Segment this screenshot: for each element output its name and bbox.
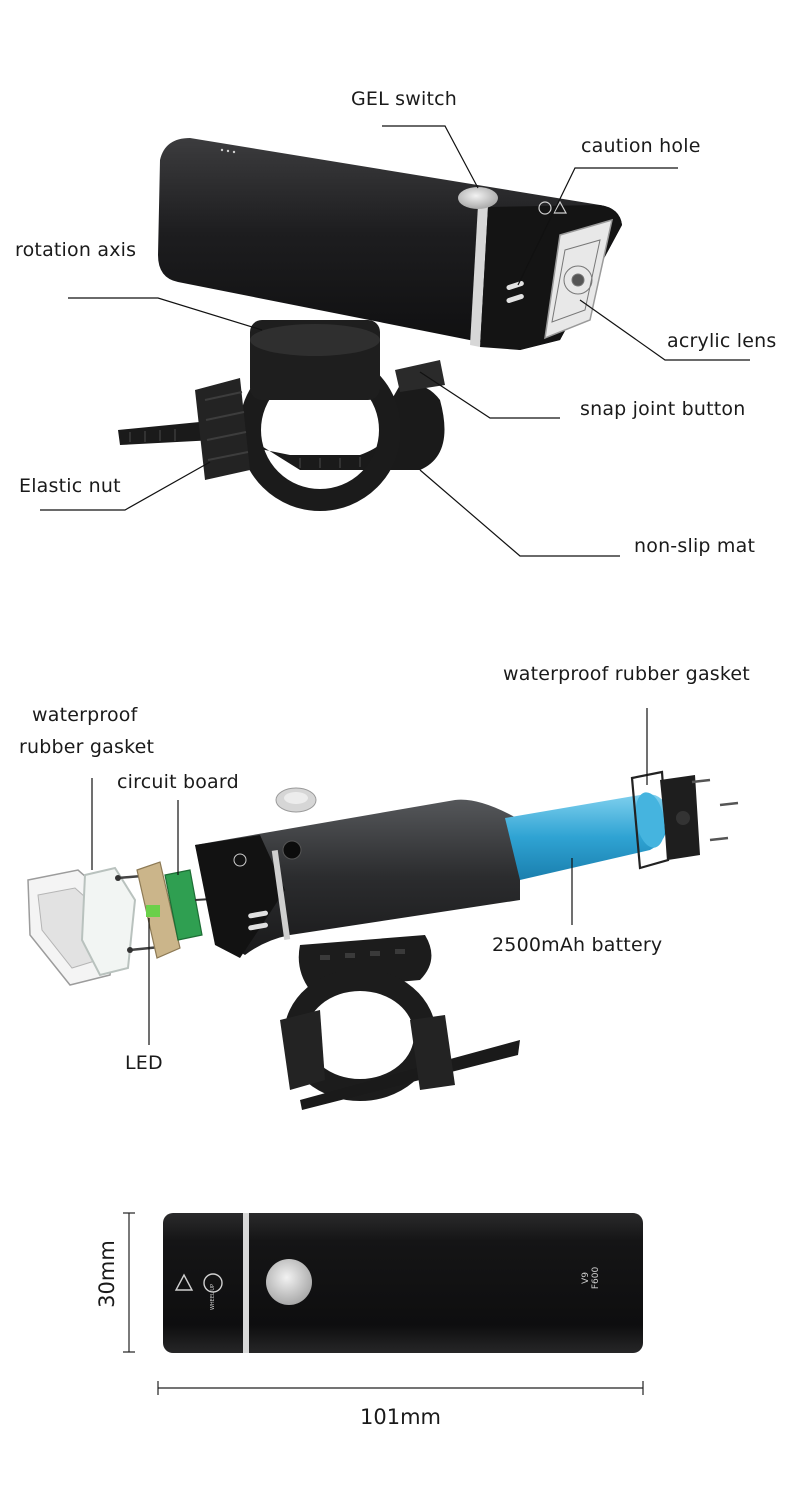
snap-joint-button <box>395 360 445 392</box>
profile-ring <box>243 1213 249 1353</box>
non-slip-mat-label: non-slip mat <box>634 535 756 557</box>
elastic-nut <box>195 378 250 480</box>
profile-body <box>163 1213 643 1353</box>
front-gasket-label-line2: rubber gasket <box>19 736 155 758</box>
rotation-axis-label: rotation axis <box>15 239 137 261</box>
acrylic-lens-label: acrylic lens <box>667 330 777 352</box>
length-dimension-label: 101mm <box>360 1405 441 1429</box>
battery-label: 2500mAh battery <box>492 934 663 956</box>
dimension-lines <box>123 1212 644 1395</box>
gel-switch-label: GEL switch <box>351 88 458 110</box>
circuit-board-label: circuit board <box>117 771 239 793</box>
circuit-board <box>164 869 203 941</box>
switch-hole <box>282 840 302 860</box>
leader-lines-1 <box>40 125 750 557</box>
brand-logo <box>220 148 568 215</box>
model-text: V9 <box>581 1272 592 1284</box>
exploded-body <box>195 799 520 955</box>
rear-gasket-label: waterproof rubber gasket <box>503 663 750 685</box>
caution-hole-label: caution hole <box>581 135 701 157</box>
profile-button <box>266 1259 312 1305</box>
exploded-view <box>27 770 739 1110</box>
lumen-text: F600 <box>591 1266 602 1290</box>
elastic-nut-label: Elastic nut <box>19 475 121 497</box>
brand-print: WHEEL UP <box>210 1283 217 1311</box>
side-profile <box>163 1213 643 1353</box>
silver-ring <box>470 205 488 347</box>
led-label: LED <box>125 1052 163 1074</box>
strap <box>118 384 445 470</box>
battery <box>505 794 669 880</box>
front-gasket <box>80 866 137 977</box>
snap-joint-button-label: snap joint button <box>580 398 746 420</box>
gel-switch <box>458 187 498 209</box>
height-dimension-label: 30mm <box>94 1240 119 1308</box>
leader-lines-2 <box>91 708 648 1045</box>
assembled-light <box>118 138 622 511</box>
front-gasket-label-line1: waterproof <box>32 704 138 726</box>
model-print: V9 F600 <box>581 1267 601 1289</box>
